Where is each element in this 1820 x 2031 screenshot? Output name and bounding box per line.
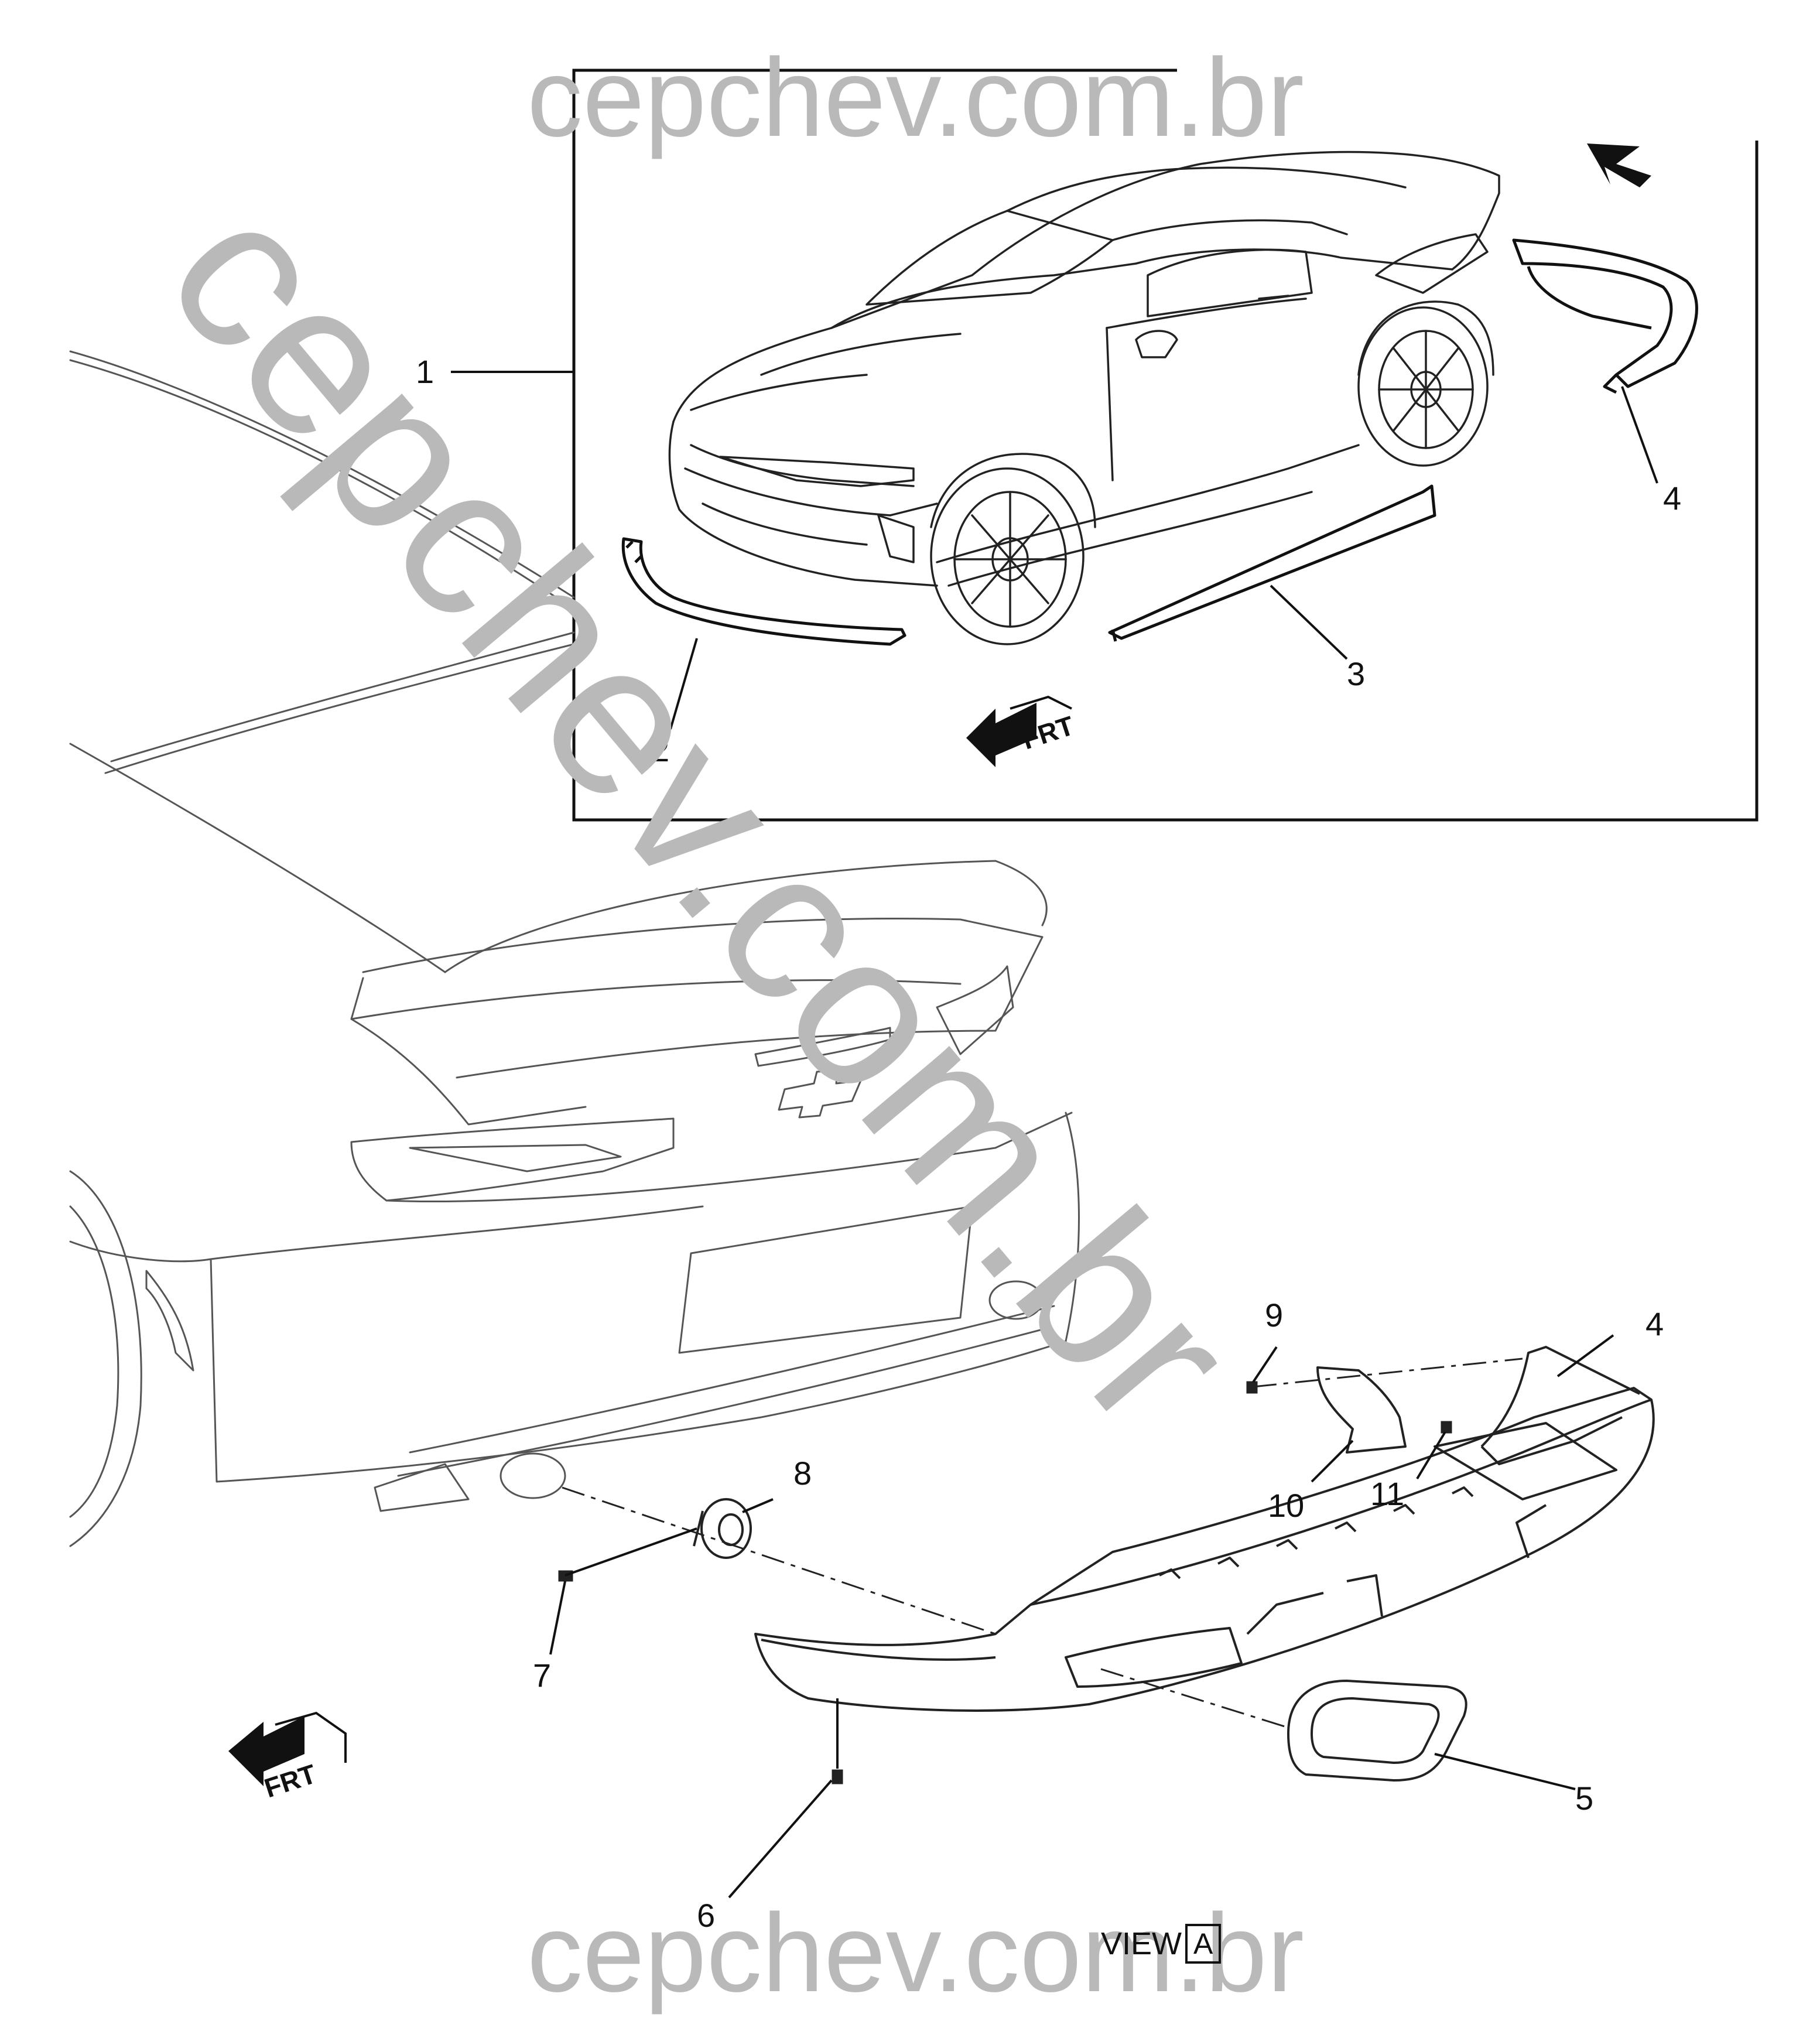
- callout-4-overview: 4: [1663, 480, 1681, 517]
- callout-1: 1: [416, 353, 434, 390]
- overview-car: [668, 151, 1500, 645]
- inset-frame: [572, 69, 1759, 822]
- part-3-rocker-molding: [1108, 484, 1436, 642]
- part-6-bolt: [832, 1769, 843, 1784]
- view-letter-box: A: [1185, 1924, 1222, 1964]
- view-word: VIEW: [1101, 1926, 1182, 1961]
- callout-11: 11: [1370, 1475, 1404, 1512]
- watermark-top: cepchev.com.br: [527, 36, 1304, 160]
- part-9-clip: [1246, 1381, 1258, 1394]
- direction-arrow-icon: [1587, 143, 1651, 187]
- watermark-bottom: cepchev.com.br: [527, 1891, 1304, 2015]
- callout-5: 5: [1575, 1780, 1593, 1817]
- frt-arrow-main-icon: FRT: [228, 1711, 347, 1804]
- callout-4: 4: [1645, 1305, 1664, 1342]
- rear-car-body: [69, 350, 1080, 1547]
- leader-lines: [451, 371, 1658, 1899]
- callout-3: 3: [1347, 655, 1365, 692]
- view-label: VIEW A: [1101, 1922, 1222, 1965]
- callout-9: 9: [1265, 1297, 1283, 1334]
- part-11-clip: [1441, 1421, 1452, 1434]
- alignment-lines: [562, 1358, 1523, 1729]
- callout-8: 8: [793, 1455, 812, 1492]
- fasteners: [558, 1381, 1452, 1784]
- part-5-exhaust-tip: [1287, 1680, 1467, 1782]
- frt-arrow-inset-icon: FRT: [966, 695, 1077, 767]
- part-4-rear-diffuser: [754, 1346, 1655, 1712]
- callouts: 1 2 3 4 4 5 6 7 8 9 10 11: [416, 353, 1681, 1934]
- callout-7: 7: [533, 1657, 551, 1694]
- part-2-front-lip: [621, 537, 906, 646]
- part-4-rear-diffuser-overview: [1512, 238, 1698, 394]
- part-10-bracket: [1316, 1366, 1407, 1454]
- callout-10: 10: [1268, 1487, 1304, 1524]
- callout-6: 6: [697, 1897, 715, 1934]
- callout-2: 2: [651, 731, 669, 768]
